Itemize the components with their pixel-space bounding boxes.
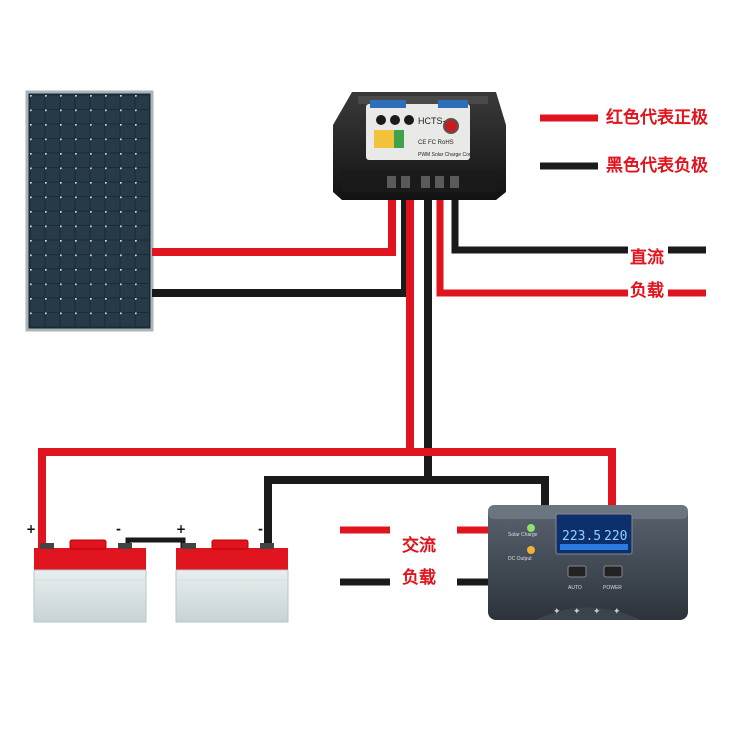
dc-load-negative-wire	[451, 185, 628, 254]
dc-load-label-line2: 负载	[630, 281, 664, 301]
solar-panel-icon	[25, 90, 154, 332]
controller-subtitle: PWM Solar Charge Controller	[418, 152, 484, 158]
controller-cert-text: CE FC RoHS	[418, 140, 454, 146]
battery-series-link	[125, 537, 186, 548]
inverter-display-value: 223.5	[562, 529, 601, 544]
inverter-display-value2: 220	[604, 529, 627, 544]
inverter-btn1-label: AUTO	[568, 585, 582, 591]
battery-2-minus: -	[258, 522, 263, 536]
svg-text:✦: ✦	[553, 607, 561, 617]
panel-negative-wire	[152, 185, 409, 297]
inverter-indicator-1: Solar Charge	[508, 532, 538, 538]
svg-text:✦: ✦	[593, 607, 601, 617]
inverter-indicator-2: DC Output	[508, 556, 532, 562]
svg-text:✦: ✦	[613, 607, 621, 617]
ac-load-label-line2: 负载	[402, 568, 436, 588]
charge-controller-icon	[333, 92, 506, 200]
battery-1-icon	[33, 539, 147, 623]
dc-load-positive-wire	[436, 185, 628, 297]
wires	[38, 114, 706, 586]
panel-positive-wire	[152, 185, 396, 256]
battery-2-icon	[175, 539, 289, 623]
inverter-icon: ✦ ✦ ✦ ✦	[488, 505, 688, 620]
legend-red-label: 红色代表正极	[606, 108, 708, 128]
positive-bus	[38, 448, 616, 548]
inverter-btn2-label: POWER	[603, 585, 622, 591]
ac-load-label-line1: 交流	[402, 536, 436, 556]
svg-text:✦: ✦	[573, 607, 581, 617]
battery-1-minus: -	[116, 522, 121, 536]
battery-2-plus: +	[176, 522, 186, 536]
battery-1-plus: +	[26, 522, 36, 536]
legend-black-label: 黑色代表负极	[606, 156, 708, 176]
dc-load-label-line1: 直流	[630, 248, 664, 268]
negative-bus	[264, 476, 549, 548]
controller-model-text: HCTS-	[418, 116, 446, 126]
